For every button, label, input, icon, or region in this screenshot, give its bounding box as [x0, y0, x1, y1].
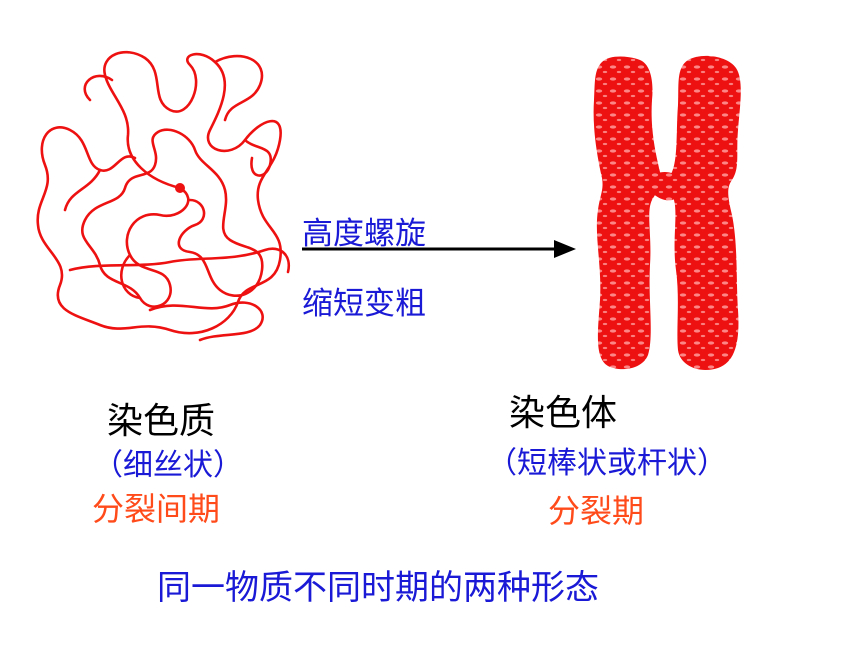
- chromatin-name: 染色质: [107, 401, 216, 442]
- chromosome-phase: 分裂期: [548, 492, 645, 530]
- chromatin-phase: 分裂间期: [92, 490, 221, 528]
- caption: 同一物质不同时期的两种形态: [157, 568, 599, 608]
- transition-arrow: [302, 240, 576, 258]
- chromosome-name: 染色体: [509, 393, 618, 434]
- arrow-label-top: 高度螺旋: [302, 216, 426, 252]
- chromosome-figure: [593, 55, 741, 370]
- chromosome-shape: （短棒状或杆状）: [487, 446, 727, 481]
- chromatin-shape: （细丝状）: [93, 448, 243, 483]
- chromatin-figure: [36, 50, 291, 342]
- arrow-label-bottom: 缩短变粗: [302, 286, 426, 322]
